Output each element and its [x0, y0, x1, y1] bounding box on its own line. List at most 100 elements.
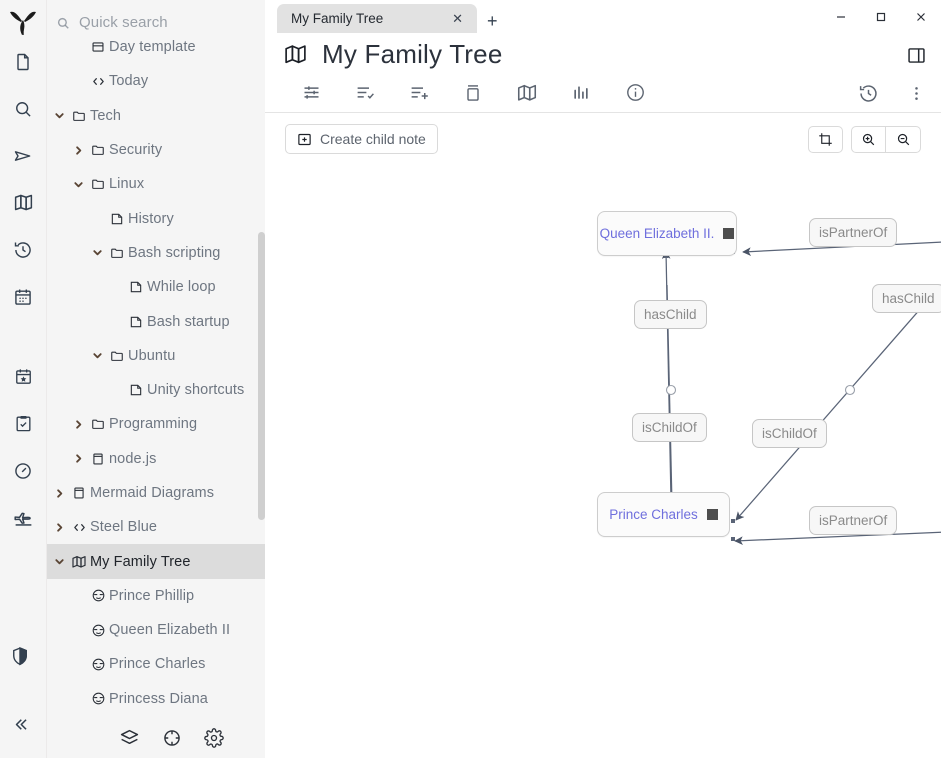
twisty-collapsed-icon[interactable] [51, 488, 68, 499]
new-tab-button[interactable]: + [487, 11, 498, 31]
edge-label-text: hasChild [644, 307, 697, 322]
graph-node-qe[interactable]: Queen Elizabeth II. [597, 211, 737, 256]
gauge-icon[interactable] [3, 447, 43, 494]
tree-item-label: Princess Diana [109, 690, 208, 707]
edge-label-e3[interactable]: hasChild [872, 284, 941, 313]
tree-item-princess-diana[interactable]: Princess Diana [47, 682, 265, 716]
close-icon[interactable]: ✕ [452, 11, 463, 26]
search-icon[interactable] [3, 85, 43, 132]
note-info-icon[interactable] [608, 76, 662, 110]
zoom-controls [808, 125, 921, 153]
tree-scrollbar[interactable] [258, 232, 265, 520]
tree-item-bash-startup[interactable]: Bash startup [47, 304, 265, 338]
tree-item-tech[interactable]: Tech [47, 99, 265, 133]
tree-item-security[interactable]: Security [47, 133, 265, 167]
twisty-collapsed-icon[interactable] [70, 419, 87, 430]
tree-item-ubuntu[interactable]: Ubuntu [47, 339, 265, 373]
tree-item-unity-shortcuts[interactable]: Unity shortcuts [47, 373, 265, 407]
node-color-swatch[interactable] [723, 228, 735, 239]
search-icon [56, 16, 70, 30]
zoom-out-icon[interactable] [886, 125, 921, 153]
edge-label-e4[interactable]: isChildOf [632, 413, 707, 442]
tree-item-label: Queen Elizabeth II [109, 622, 231, 639]
folder-icon [87, 177, 109, 191]
maximize-button[interactable] [861, 0, 901, 33]
ribbon-right-actions [841, 76, 933, 110]
plane-icon[interactable] [3, 494, 43, 541]
twisty-collapsed-icon[interactable] [70, 453, 87, 464]
target-icon[interactable] [162, 728, 182, 748]
clipboard-check-icon[interactable] [3, 400, 43, 447]
layers-icon[interactable] [119, 728, 140, 749]
tree-item-history[interactable]: History [47, 201, 265, 235]
map-icon [283, 42, 308, 67]
tree-item-prince-phillip[interactable]: Prince Phillip [47, 579, 265, 613]
ribbon-bar [265, 73, 941, 113]
node-color-swatch[interactable] [706, 509, 718, 520]
send-icon[interactable] [3, 132, 43, 179]
tree-item-bash-scripting[interactable]: Bash scripting [47, 236, 265, 270]
tree-item-programming[interactable]: Programming [47, 407, 265, 441]
right-panel-icon[interactable] [899, 38, 933, 72]
tree-item-queen-elizabeth-ii[interactable]: Queen Elizabeth II [47, 613, 265, 647]
basic-properties-icon[interactable] [284, 76, 338, 110]
twisty-expanded-icon[interactable] [70, 179, 87, 190]
tree-item-day-template[interactable]: Day template [47, 30, 265, 64]
note-paths-icon[interactable] [446, 76, 500, 110]
tree-item-linux[interactable]: Linux [47, 167, 265, 201]
settings-icon[interactable] [203, 728, 224, 748]
twisty-expanded-icon[interactable] [51, 556, 68, 567]
add-attribute-icon[interactable] [392, 76, 446, 110]
collapse-icon[interactable] [0, 701, 40, 748]
map-icon[interactable] [3, 179, 43, 226]
window-controls [821, 0, 941, 33]
graph-node-label: Prince Charles [609, 507, 698, 522]
edge-handle-2 [844, 384, 856, 396]
edge-label-e1[interactable]: isPartnerOf [809, 218, 898, 247]
twisty-collapsed-icon[interactable] [51, 522, 68, 533]
code-icon [87, 74, 109, 89]
minimize-button[interactable] [821, 0, 861, 33]
owned-attributes-icon[interactable] [338, 76, 392, 110]
twisty-expanded-icon[interactable] [51, 110, 68, 121]
twisty-expanded-icon[interactable] [89, 350, 106, 361]
zoom-in-icon[interactable] [851, 125, 886, 153]
tree-item-while-loop[interactable]: While loop [47, 270, 265, 304]
more-icon[interactable] [899, 76, 933, 110]
tree-item-my-family-tree[interactable]: My Family Tree [47, 544, 265, 579]
tree-item-steel-blue[interactable]: Steel Blue [47, 510, 265, 544]
note-map-icon[interactable] [500, 76, 554, 110]
tree-item-label: While loop [147, 279, 216, 296]
create-child-note-button[interactable]: Create child note [285, 124, 438, 154]
edge-pc-pd [734, 526, 941, 546]
tree-item-label: Linux [109, 176, 145, 193]
similar-notes-icon[interactable] [554, 76, 608, 110]
twisty-collapsed-icon[interactable] [70, 145, 87, 156]
tree-item-node-js[interactable]: node.js [47, 442, 265, 476]
revisions-icon[interactable] [841, 76, 895, 110]
tree-item-label: Mermaid Diagrams [90, 485, 215, 501]
tree-item-prince-charles[interactable]: Prince Charles [47, 647, 265, 681]
quick-search[interactable]: Quick search [47, 0, 265, 45]
tab-my-family-tree[interactable]: My Family Tree ✕ [277, 4, 477, 33]
edge-label-e5[interactable]: isChildOf [752, 419, 827, 448]
twisty-expanded-icon[interactable] [89, 247, 106, 258]
calendar-icon[interactable] [3, 273, 43, 320]
search-input-placeholder[interactable]: Quick search [79, 14, 168, 31]
edge-label-text: hasChild [882, 291, 935, 306]
close-button[interactable] [901, 0, 941, 33]
note-icon[interactable] [3, 38, 43, 85]
tree-item-label: Bash startup [147, 313, 230, 330]
edge-label-e2[interactable]: hasChild [634, 300, 707, 329]
calendar-star-icon[interactable] [3, 353, 43, 400]
tree-item-today[interactable]: Today [47, 64, 265, 98]
shield-icon[interactable] [0, 632, 40, 679]
crop-icon[interactable] [808, 125, 843, 153]
graph-node-pc[interactable]: Prince Charles [597, 492, 730, 537]
relation-map-canvas[interactable]: Queen Elizabeth II.Prince PhillipPrince … [265, 165, 941, 758]
edge-label-e6[interactable]: isPartnerOf [809, 506, 898, 535]
tree-item-mermaid-diagrams[interactable]: Mermaid Diagrams [47, 476, 265, 510]
recent-icon[interactable] [3, 226, 43, 273]
